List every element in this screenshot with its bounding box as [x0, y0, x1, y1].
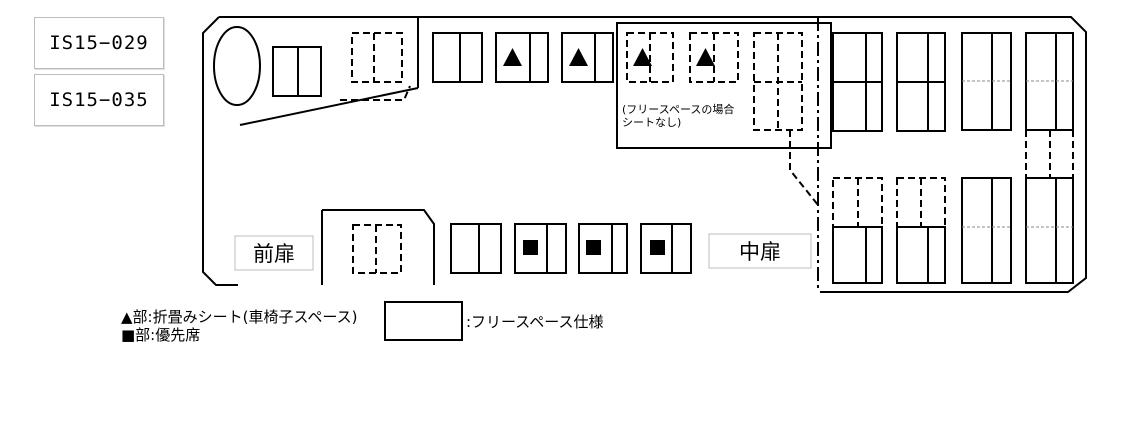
seat — [561, 32, 614, 83]
seat — [640, 223, 692, 274]
square-marker — [650, 240, 665, 255]
free-space-note-line2: シートなし) — [622, 116, 681, 129]
rear-seat — [896, 32, 946, 132]
triangle-marker — [569, 48, 588, 66]
triangle-marker — [696, 48, 715, 66]
rear-seat — [961, 177, 1012, 284]
square-marker — [523, 240, 538, 255]
legend-square: ■部:優先席 — [121, 326, 200, 344]
seat — [450, 223, 502, 274]
rear-seat — [896, 226, 946, 284]
seat — [432, 32, 483, 83]
middle-door-label: 中扉 — [739, 240, 781, 264]
front-door-label: 前扉 — [253, 242, 295, 266]
legend-triangle: ▲部:折畳みシート(車椅子スペース) — [121, 308, 358, 326]
legend-box: :フリースペース仕様 — [466, 313, 604, 331]
free-space-note-line1: (フリースペースの場合 — [622, 102, 734, 116]
bus-outline-front — [202, 16, 238, 286]
steering-wheel — [213, 26, 261, 106]
bus-outline — [219, 16, 1087, 293]
rear-seat — [832, 226, 883, 284]
seat — [495, 32, 549, 83]
triangle-marker — [503, 48, 522, 66]
vehicle-id-1: IS15−029 — [34, 17, 164, 69]
vehicle-id-2: IS15−035 — [34, 74, 164, 126]
seat — [514, 223, 567, 274]
rear-seat — [1025, 177, 1074, 284]
legend-free-space-box — [384, 301, 463, 341]
free-space-area — [616, 22, 832, 149]
seat — [578, 223, 628, 274]
square-marker — [586, 240, 601, 255]
front-step — [322, 209, 435, 285]
triangle-marker — [633, 48, 652, 66]
seat-markers — [503, 48, 715, 255]
rear-seat — [832, 32, 883, 132]
